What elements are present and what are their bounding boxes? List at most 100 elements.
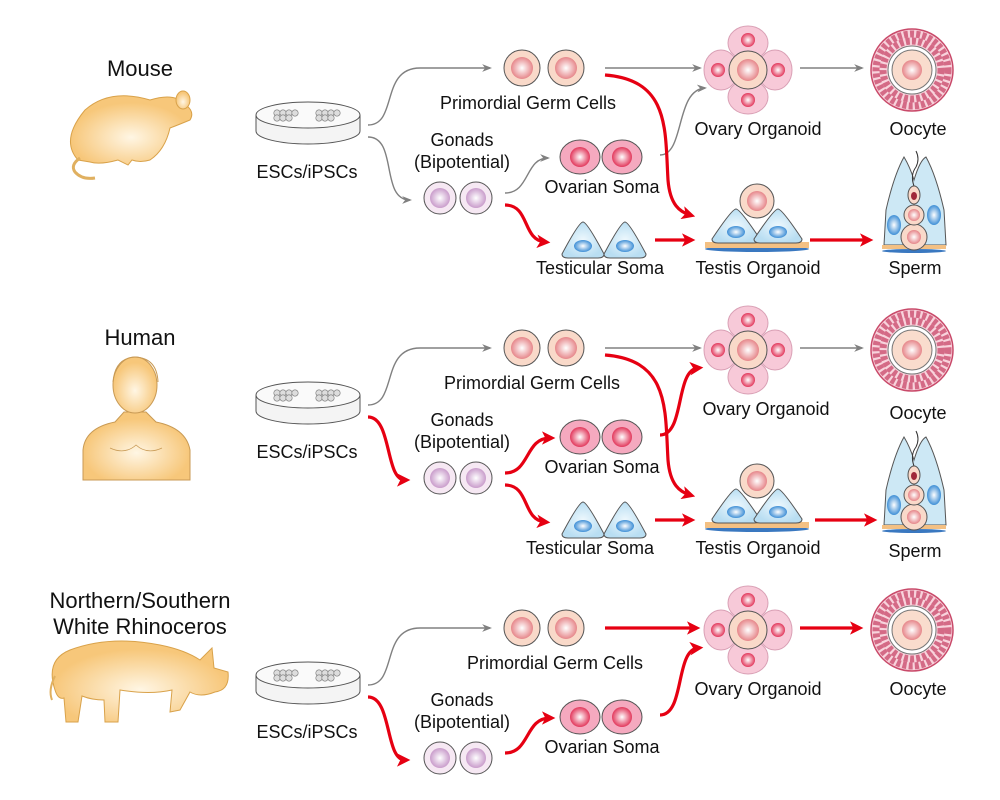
oocyte-label: Oocyte: [889, 119, 946, 139]
oocyte-icon: [870, 588, 954, 672]
arrow-to-pgc: [367, 624, 492, 686]
mouse-icon: [70, 90, 193, 180]
gonad-nucleus: [466, 188, 486, 208]
testicular-soma-cells: [561, 221, 647, 259]
ovarian-soma-label: Ovarian Soma: [544, 177, 660, 197]
follicle-cells: [872, 590, 952, 670]
ovarian-soma-nucleus: [570, 707, 590, 727]
colony-cell: [279, 394, 287, 402]
granulosa-nucleus: [741, 93, 755, 107]
culture-dish-icon: [255, 661, 361, 705]
source-label: ESCs/iPSCs: [256, 442, 357, 462]
gonad-cells: [423, 181, 493, 215]
ovary-organoid-label: Ovary Organoid: [702, 399, 829, 419]
colony-cell: [327, 674, 335, 682]
gonad-cells: [423, 741, 493, 775]
ovary-organoid-icon: [703, 305, 793, 395]
mouse-tail: [71, 156, 96, 180]
oocyte-nucleus: [737, 619, 759, 641]
sertoli-nucleus: [574, 240, 592, 252]
arrow-to-testicular-soma: [504, 203, 551, 248]
arrow-to-ovarian-soma: [504, 154, 550, 194]
gonad-nucleus: [466, 748, 486, 768]
gonad-cells: [423, 461, 493, 495]
sperm-label: Sperm: [888, 258, 941, 278]
colony-cell: [321, 114, 329, 122]
ovarian-soma-nucleus: [570, 427, 590, 447]
colony-cell: [285, 394, 293, 402]
pgc-nucleus: [555, 617, 577, 639]
oocyte-icon: [870, 28, 954, 112]
granulosa-nucleus: [741, 593, 755, 607]
sperm-icon: [882, 430, 947, 533]
gonad-nucleus: [430, 468, 450, 488]
arrow-pgc-to-testis: [604, 353, 696, 500]
testicular-soma-label: Testicular Soma: [536, 258, 665, 278]
ovarian-soma-label: Ovarian Soma: [544, 737, 660, 757]
species-title: Mouse: [107, 56, 173, 81]
colony-cell: [291, 109, 299, 117]
gonads-label: Gonads: [430, 410, 493, 430]
colony-cell: [279, 674, 287, 682]
pgc-nucleus: [555, 57, 577, 79]
granulosa-nucleus: [771, 343, 785, 357]
species-title: White Rhinoceros: [53, 614, 227, 639]
culture-dish-icon: [255, 381, 361, 425]
ovary-organoid-icon: [703, 585, 793, 675]
testicular-soma-label: Testicular Soma: [526, 538, 655, 558]
follicle-cells: [879, 317, 945, 383]
sperm-tail: [911, 430, 919, 467]
granulosa-nucleus: [711, 343, 725, 357]
primordial-germ-cells: [503, 329, 585, 367]
follicle-cells: [872, 310, 952, 390]
sertoli-nucleus: [574, 520, 592, 532]
peritubular-layer: [705, 522, 809, 528]
colony-cell: [315, 114, 323, 122]
pgc-nucleus: [555, 337, 577, 359]
ovarian-soma-cells: [559, 139, 643, 175]
sperm-tail: [911, 150, 919, 187]
granulosa-nucleus: [771, 623, 785, 637]
oocyte-label: Oocyte: [889, 679, 946, 699]
primordial-germ-cells: [503, 609, 585, 647]
rhinoceros-icon: [49, 640, 229, 723]
gonads-label: Gonads: [430, 690, 493, 710]
granulosa-nucleus: [741, 33, 755, 47]
peritubular-layer: [705, 242, 809, 248]
testis-organoid-icon: [705, 183, 809, 252]
follicle-cells: [879, 597, 945, 663]
ovarian-soma-nucleus: [612, 147, 632, 167]
colony-cell: [273, 114, 281, 122]
ovarian-soma-nucleus: [612, 707, 632, 727]
colony-cell: [315, 394, 323, 402]
sertoli-nucleus: [616, 520, 634, 532]
sertoli-nucleus: [616, 240, 634, 252]
gonad-nucleus: [430, 188, 450, 208]
colony-cell: [327, 394, 335, 402]
oocyte-icon: [870, 308, 954, 392]
granulosa-nucleus: [711, 623, 725, 637]
arrow-to-gonads: [367, 415, 411, 487]
gonads-label: Gonads: [430, 130, 493, 150]
oocyte-label: Oocyte: [889, 403, 946, 423]
sertoli-nucleus: [769, 226, 787, 238]
ovary-organoid-label: Ovary Organoid: [694, 679, 821, 699]
testis-organoid-icon: [705, 463, 809, 532]
colony-cell: [333, 109, 341, 117]
sertoli-nucleus: [727, 226, 745, 238]
testis-organoid-label: Testis Organoid: [695, 258, 820, 278]
colony-cell: [285, 674, 293, 682]
colony-cell: [273, 394, 281, 402]
granulosa-nucleus: [741, 373, 755, 387]
granulosa-nucleus: [741, 653, 755, 667]
arrow-to-gonads: [367, 136, 412, 204]
sperm-icon: [882, 150, 947, 253]
arrow-to-ovarian-soma: [504, 711, 556, 755]
source-label: ESCs/iPSCs: [256, 162, 357, 182]
colony-cell: [321, 394, 329, 402]
colony-cell: [333, 389, 341, 397]
sperm-label: Sperm: [888, 541, 941, 561]
arrow-to-gonads: [367, 695, 411, 767]
